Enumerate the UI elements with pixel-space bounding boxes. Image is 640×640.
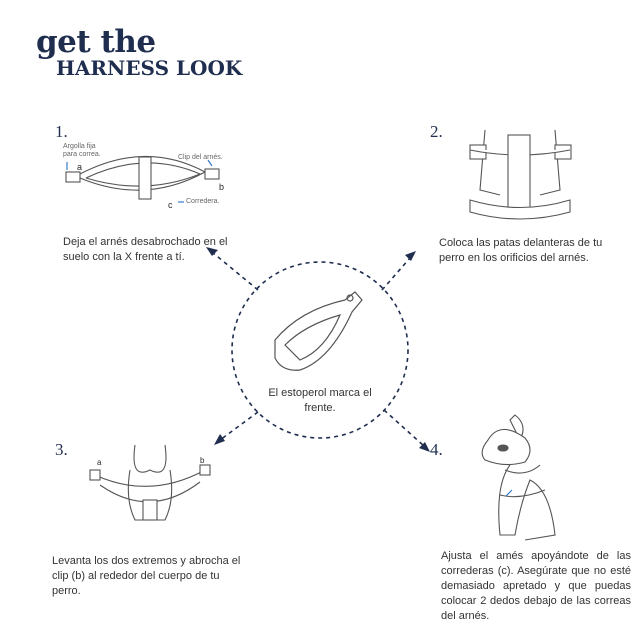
- step1-harness-illustration: [65, 155, 220, 200]
- center-dashed-circle: [231, 261, 409, 439]
- dashed-arrows: [211, 251, 425, 447]
- label-slider: Corredera.: [186, 198, 220, 205]
- label-b: b: [219, 182, 225, 192]
- label-a: a: [77, 162, 83, 172]
- step4-text: Ajusta el amés apoyándote de las correde…: [441, 550, 631, 622]
- step3-text: Levanta los dos extremos y abrocha el cl…: [52, 555, 241, 597]
- step2-illustration: [469, 129, 572, 220]
- step1-number: 1.: [55, 122, 68, 141]
- step2-text: Coloca las patas delanteras de tu perro …: [439, 237, 603, 264]
- title-get-the: get the: [36, 24, 156, 60]
- center-harness-illustration: [274, 291, 363, 371]
- label-ring: Argolla fija para correa.: [63, 143, 101, 158]
- step3-illustration: [89, 444, 211, 521]
- step1-pointer-lines: [66, 159, 213, 203]
- step4-dog-illustration: [481, 414, 556, 541]
- label-clip: Clip del arnés.: [178, 154, 223, 161]
- step4-number: 4.: [430, 440, 443, 459]
- step1-text: Deja el arnés desabrochado en el suelo c…: [63, 236, 228, 263]
- label-c: c: [168, 200, 173, 210]
- step3-label-a: a: [97, 458, 102, 467]
- step2-number: 2.: [430, 122, 443, 141]
- title-harness-look: HARNESS LOOK: [56, 56, 243, 80]
- step3-number: 3.: [55, 440, 68, 459]
- step4-pointer-lines: [505, 489, 513, 497]
- step3-label-b: b: [200, 456, 205, 465]
- center-caption: El estoperol marca el frente.: [268, 387, 372, 414]
- arrow-heads: [206, 247, 430, 452]
